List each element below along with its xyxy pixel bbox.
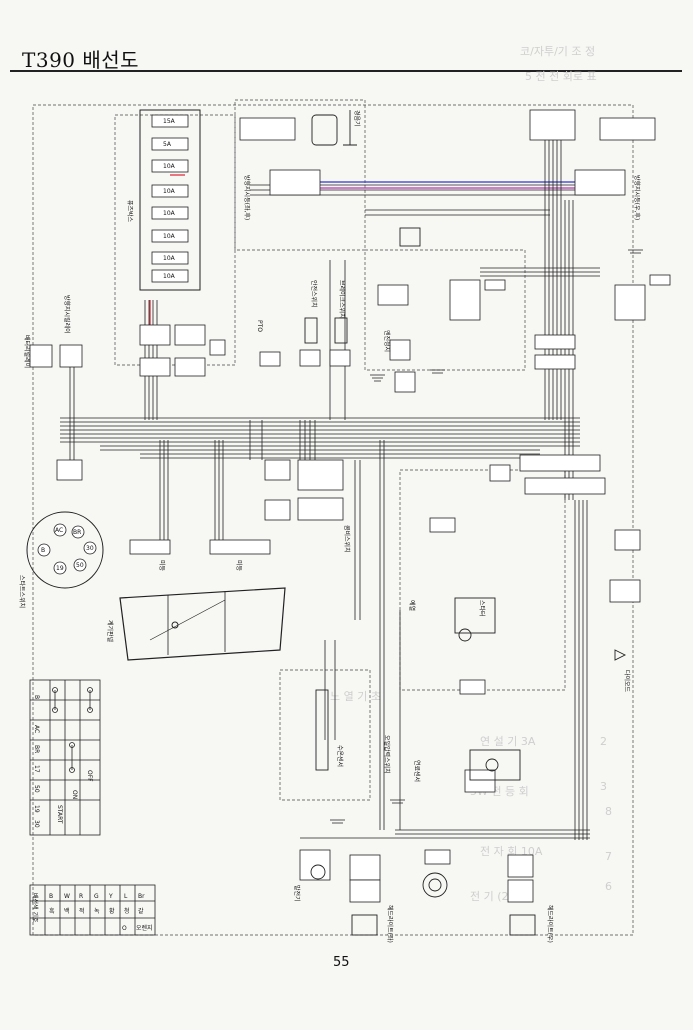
ghost-text: 코/자투/기 조 정 5 전 전 회로 표 노 열 기 초 연 설 기 3A 5…	[330, 45, 612, 903]
front-dir-right-label: 방향지시등(우,후)	[633, 175, 641, 220]
color-name: 적	[79, 908, 85, 915]
battery-relay-label: 배터리릴레이	[23, 335, 31, 368]
alternator-label: 발전기	[293, 885, 301, 902]
switch-header-br: BR	[33, 745, 40, 753]
start-switch-label: 스타트스위치	[18, 575, 26, 608]
combo-switch-label: 콤비스위치	[343, 525, 351, 553]
color-code: G	[94, 893, 99, 900]
color-name: 녹	[94, 908, 100, 915]
svg-text:10A: 10A	[163, 273, 176, 280]
switch-header-30: 30	[33, 820, 40, 828]
page-number: 55	[333, 955, 350, 970]
page-title: T390 배선도	[22, 48, 140, 72]
safety-switch-label: 안전스위치	[310, 280, 318, 308]
color-name: 흑	[49, 907, 55, 915]
fuel-sensor-label: 연료센서	[413, 760, 421, 782]
svg-text:19: 19	[56, 565, 64, 572]
color-code: B	[49, 893, 53, 900]
color-code: Y	[108, 893, 113, 900]
svg-text:BR: BR	[73, 529, 81, 536]
color-name: 오렌지	[136, 924, 153, 932]
svg-text:B: B	[41, 547, 45, 554]
svg-text:3: 3	[600, 780, 607, 793]
svg-text:연 설 기 3A: 연 설 기 3A	[480, 735, 536, 748]
svg-text:코/자투/기 조 정: 코/자투/기 조 정	[520, 45, 595, 58]
diode-label: 다이오드	[623, 670, 631, 693]
headlight-right-label: 헤드라이트(우)	[546, 905, 554, 943]
svg-text:10A: 10A	[163, 233, 176, 240]
brake-switch-label: 브레이크스위치	[338, 280, 346, 319]
svg-text:10A: 10A	[163, 255, 176, 262]
color-code: L	[124, 893, 128, 900]
color-code: Br	[138, 893, 145, 900]
meter-panel-label: 계기판넬	[106, 620, 114, 643]
switch-row-off: OFF	[86, 770, 93, 782]
color-table-cells: 배선색 기호 B W R G Y L Br 흑 백 적 녹 황 청 갈 O 오렌…	[31, 893, 153, 932]
switch-row-start: START	[56, 805, 63, 824]
color-code: R	[79, 893, 83, 900]
rear-lamp-left-label: 미등	[158, 560, 166, 572]
svg-text:6: 6	[605, 880, 612, 893]
svg-text:8: 8	[605, 805, 612, 818]
svg-text:10A: 10A	[163, 210, 176, 217]
start-switch: B AC BR 30 50 19 스타트스위치	[18, 511, 104, 608]
ground-symbols	[330, 249, 643, 824]
headlight-left-label: 헤드라이트(좌)	[386, 905, 394, 943]
svg-text:30: 30	[86, 545, 94, 552]
svg-text:10A: 10A	[163, 163, 176, 170]
switch-header-ac: AC	[33, 725, 40, 733]
svg-text:노 열 기 초: 노 열 기 초	[330, 690, 381, 703]
svg-text:10A: 10A	[163, 188, 176, 195]
switch-table	[29, 679, 101, 836]
components	[304, 110, 627, 936]
starter-label: 스타터	[478, 600, 486, 617]
color-name: 백	[64, 907, 70, 915]
switch-row-on: ON	[71, 790, 78, 799]
title-rule	[10, 70, 682, 72]
switch-header-b: B	[33, 695, 40, 699]
switch-table-headers: B AC BR 17 50 19 30 OFF ON START	[33, 695, 93, 828]
front-dir-left-label: 방향지시등(좌,후)	[243, 175, 251, 220]
rear-lamp-right-label: 미등	[235, 560, 243, 572]
fuse-box: 15A 5A 10A 10A 10A 10A 10A 10A 퓨즈박스	[126, 109, 201, 291]
color-code: O	[122, 925, 127, 932]
svg-text:5A: 5A	[163, 141, 172, 148]
svg-text:7: 7	[605, 850, 612, 863]
connectors	[29, 109, 671, 903]
harness-bundle-main	[60, 184, 620, 459]
svg-text:5 전 전 회로 표: 5 전 전 회로 표	[525, 70, 597, 83]
meter-panel: 계기판넬	[106, 587, 286, 661]
component-labels: 경음기 방향지시등(좌,후) 방향지시등(우,후) 방향지시릴레이 배터리릴레이…	[23, 110, 641, 943]
glow-label: 예열	[408, 600, 416, 611]
svg-text:2: 2	[600, 735, 607, 748]
svg-text:50: 50	[76, 562, 84, 569]
color-code: W	[64, 893, 70, 900]
oil-pressure-label: 오일압력스위치	[383, 735, 391, 774]
switch-header-19: 19	[33, 805, 40, 813]
svg-text:15A: 15A	[163, 118, 176, 125]
water-temp-label: 수온센서	[336, 745, 344, 767]
color-name: 갈	[138, 907, 144, 915]
color-name: 청	[124, 908, 130, 915]
horn-label: 경음기	[353, 110, 361, 127]
color-table	[29, 884, 156, 936]
fuse-box-label: 퓨즈박스	[126, 200, 134, 223]
svg-text:AC: AC	[55, 527, 63, 534]
dir-relay-label: 방향지시릴레이	[63, 295, 71, 334]
pto-switch-label: PTO	[256, 320, 263, 332]
harness-bundle-vertical	[69, 130, 590, 840]
color-name: 황	[109, 907, 115, 915]
color-table-title: 배선색 기호	[31, 893, 39, 923]
switch-header-17: 17	[33, 765, 40, 773]
switch-header-50: 50	[33, 785, 40, 793]
engine-stop-label: 엔진정지	[383, 330, 391, 352]
